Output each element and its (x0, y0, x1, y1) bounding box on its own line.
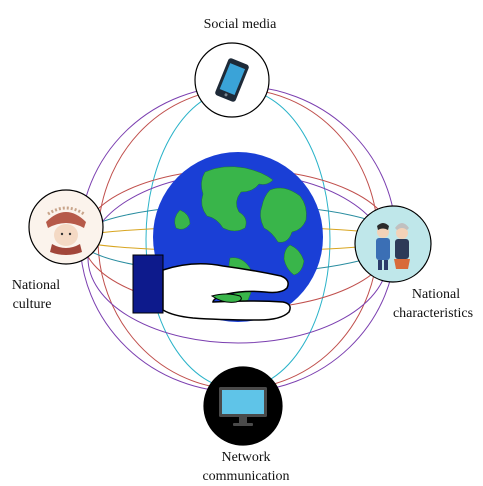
smartphone-icon (215, 58, 249, 102)
label-network-communication-line1: Network (222, 450, 271, 465)
globe-land (260, 187, 307, 243)
hand-fingertip-green (210, 293, 242, 303)
label-social-media: Social media (204, 17, 277, 32)
label-national-characteristics-line2: characteristics (393, 306, 473, 321)
label-national-culture-line2: culture (13, 297, 52, 312)
label-national-characteristics-line1: National (412, 287, 460, 302)
node-network-communication[interactable] (203, 366, 283, 446)
globe-land (174, 209, 191, 230)
globe-land (201, 166, 274, 232)
hand-cuff (132, 254, 164, 314)
hand-palm (162, 263, 291, 321)
monitor-icon (219, 387, 267, 426)
label-network-communication-line2: communication (202, 469, 289, 484)
node-circle (354, 205, 432, 283)
label-national-culture-line1: National (12, 278, 60, 293)
headdress-portrait-icon (46, 206, 86, 255)
globe-land (283, 244, 305, 276)
globe-in-hand-icon (132, 152, 323, 322)
node-national-characteristics[interactable] (354, 205, 432, 283)
node-national-culture[interactable] (28, 189, 104, 265)
node-social-media[interactable] (194, 42, 270, 118)
ethnic-couple-icon (376, 223, 410, 270)
